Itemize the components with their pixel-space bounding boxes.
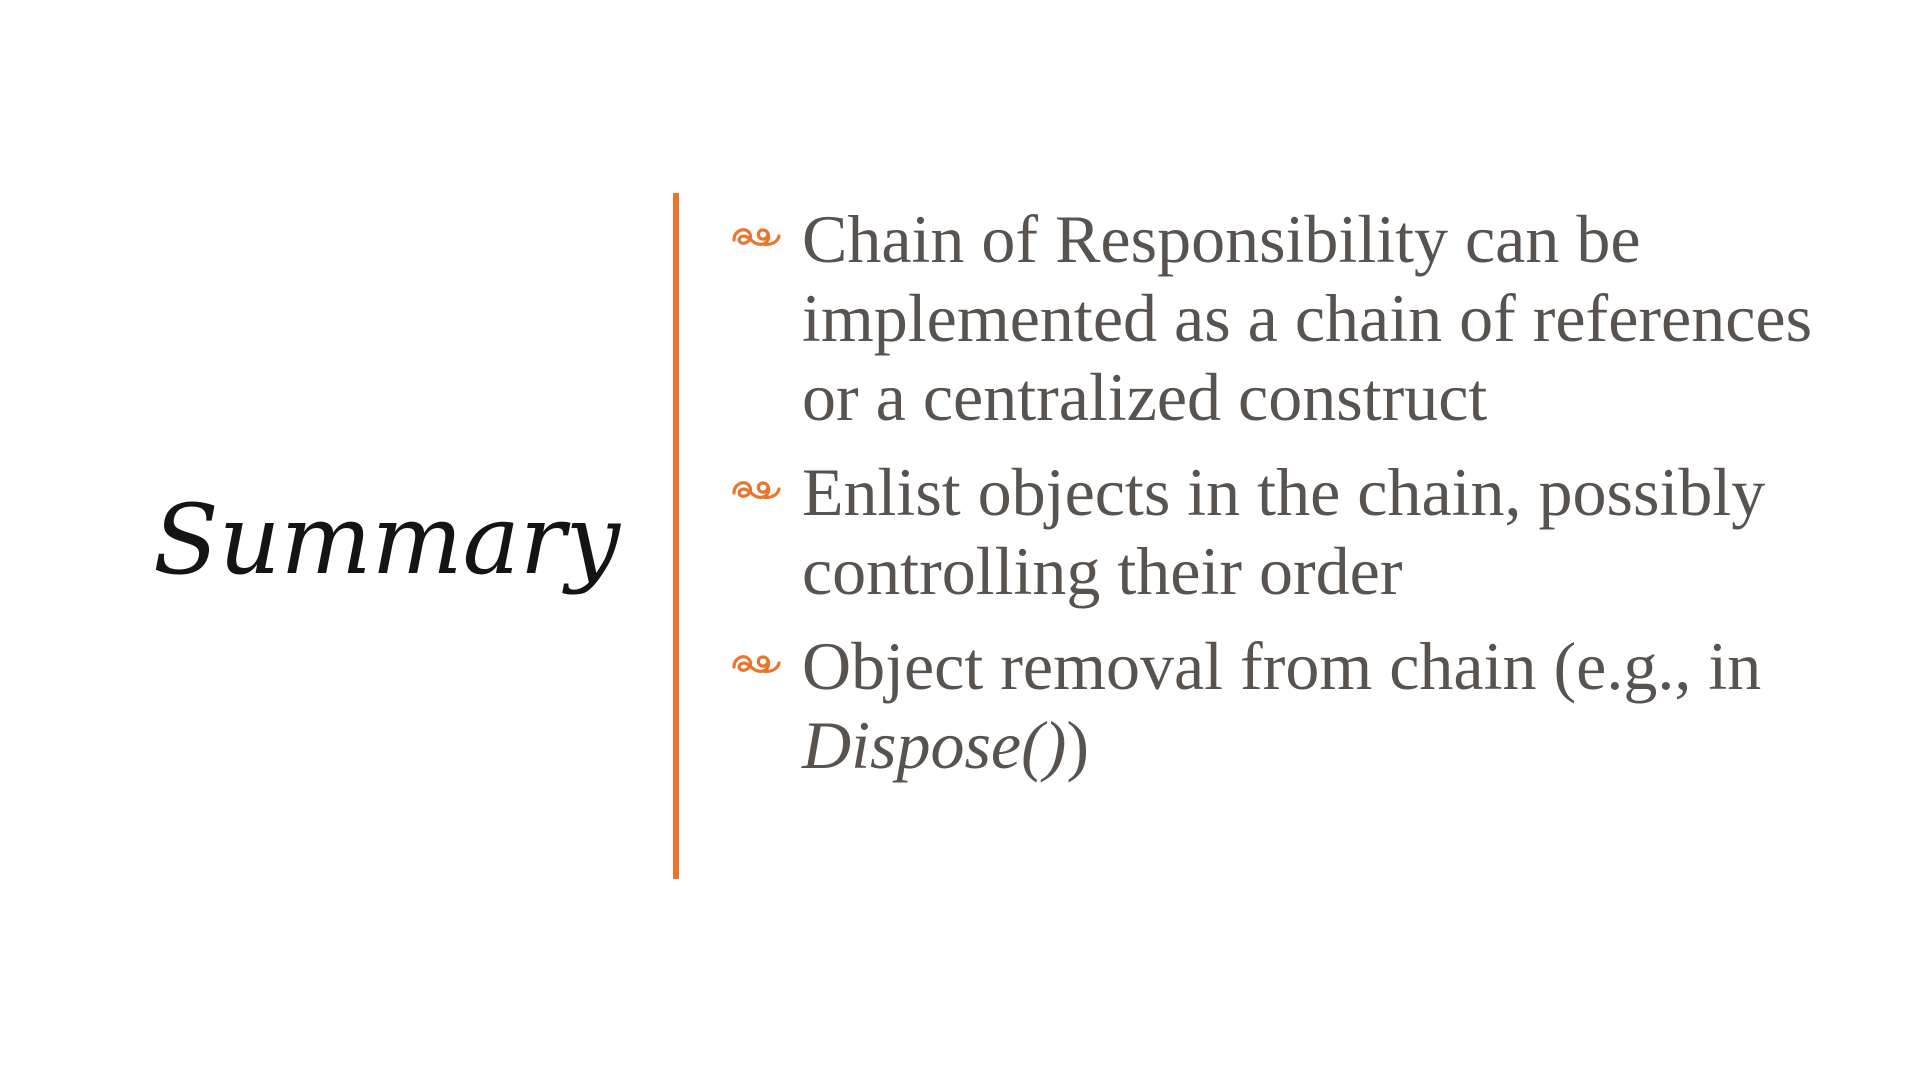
swirl-bullet-icon [730, 627, 786, 677]
bullet-text: Object removal from chain (e.g., in Disp… [802, 627, 1860, 785]
bullet-item: Chain of Responsibility can be implement… [730, 200, 1860, 437]
bullet-item: Enlist objects in the chain, possibly co… [730, 453, 1860, 611]
bullet-text-after: ) [1066, 707, 1090, 783]
bullet-item: Object removal from chain (e.g., in Disp… [730, 627, 1860, 785]
bullet-text-before: Object removal from chain (e.g., in [802, 628, 1762, 704]
dispose-method-emphasis: Dispose() [802, 707, 1067, 783]
slide-title: Summary [152, 484, 620, 596]
bullet-list: Chain of Responsibility can be implement… [730, 200, 1860, 801]
bullet-text: Enlist objects in the chain, possibly co… [802, 454, 1766, 609]
swirl-bullet-icon [730, 453, 786, 503]
accent-divider [673, 193, 679, 879]
swirl-bullet-icon [730, 200, 786, 250]
bullet-text: Chain of Responsibility can be implement… [802, 201, 1813, 435]
